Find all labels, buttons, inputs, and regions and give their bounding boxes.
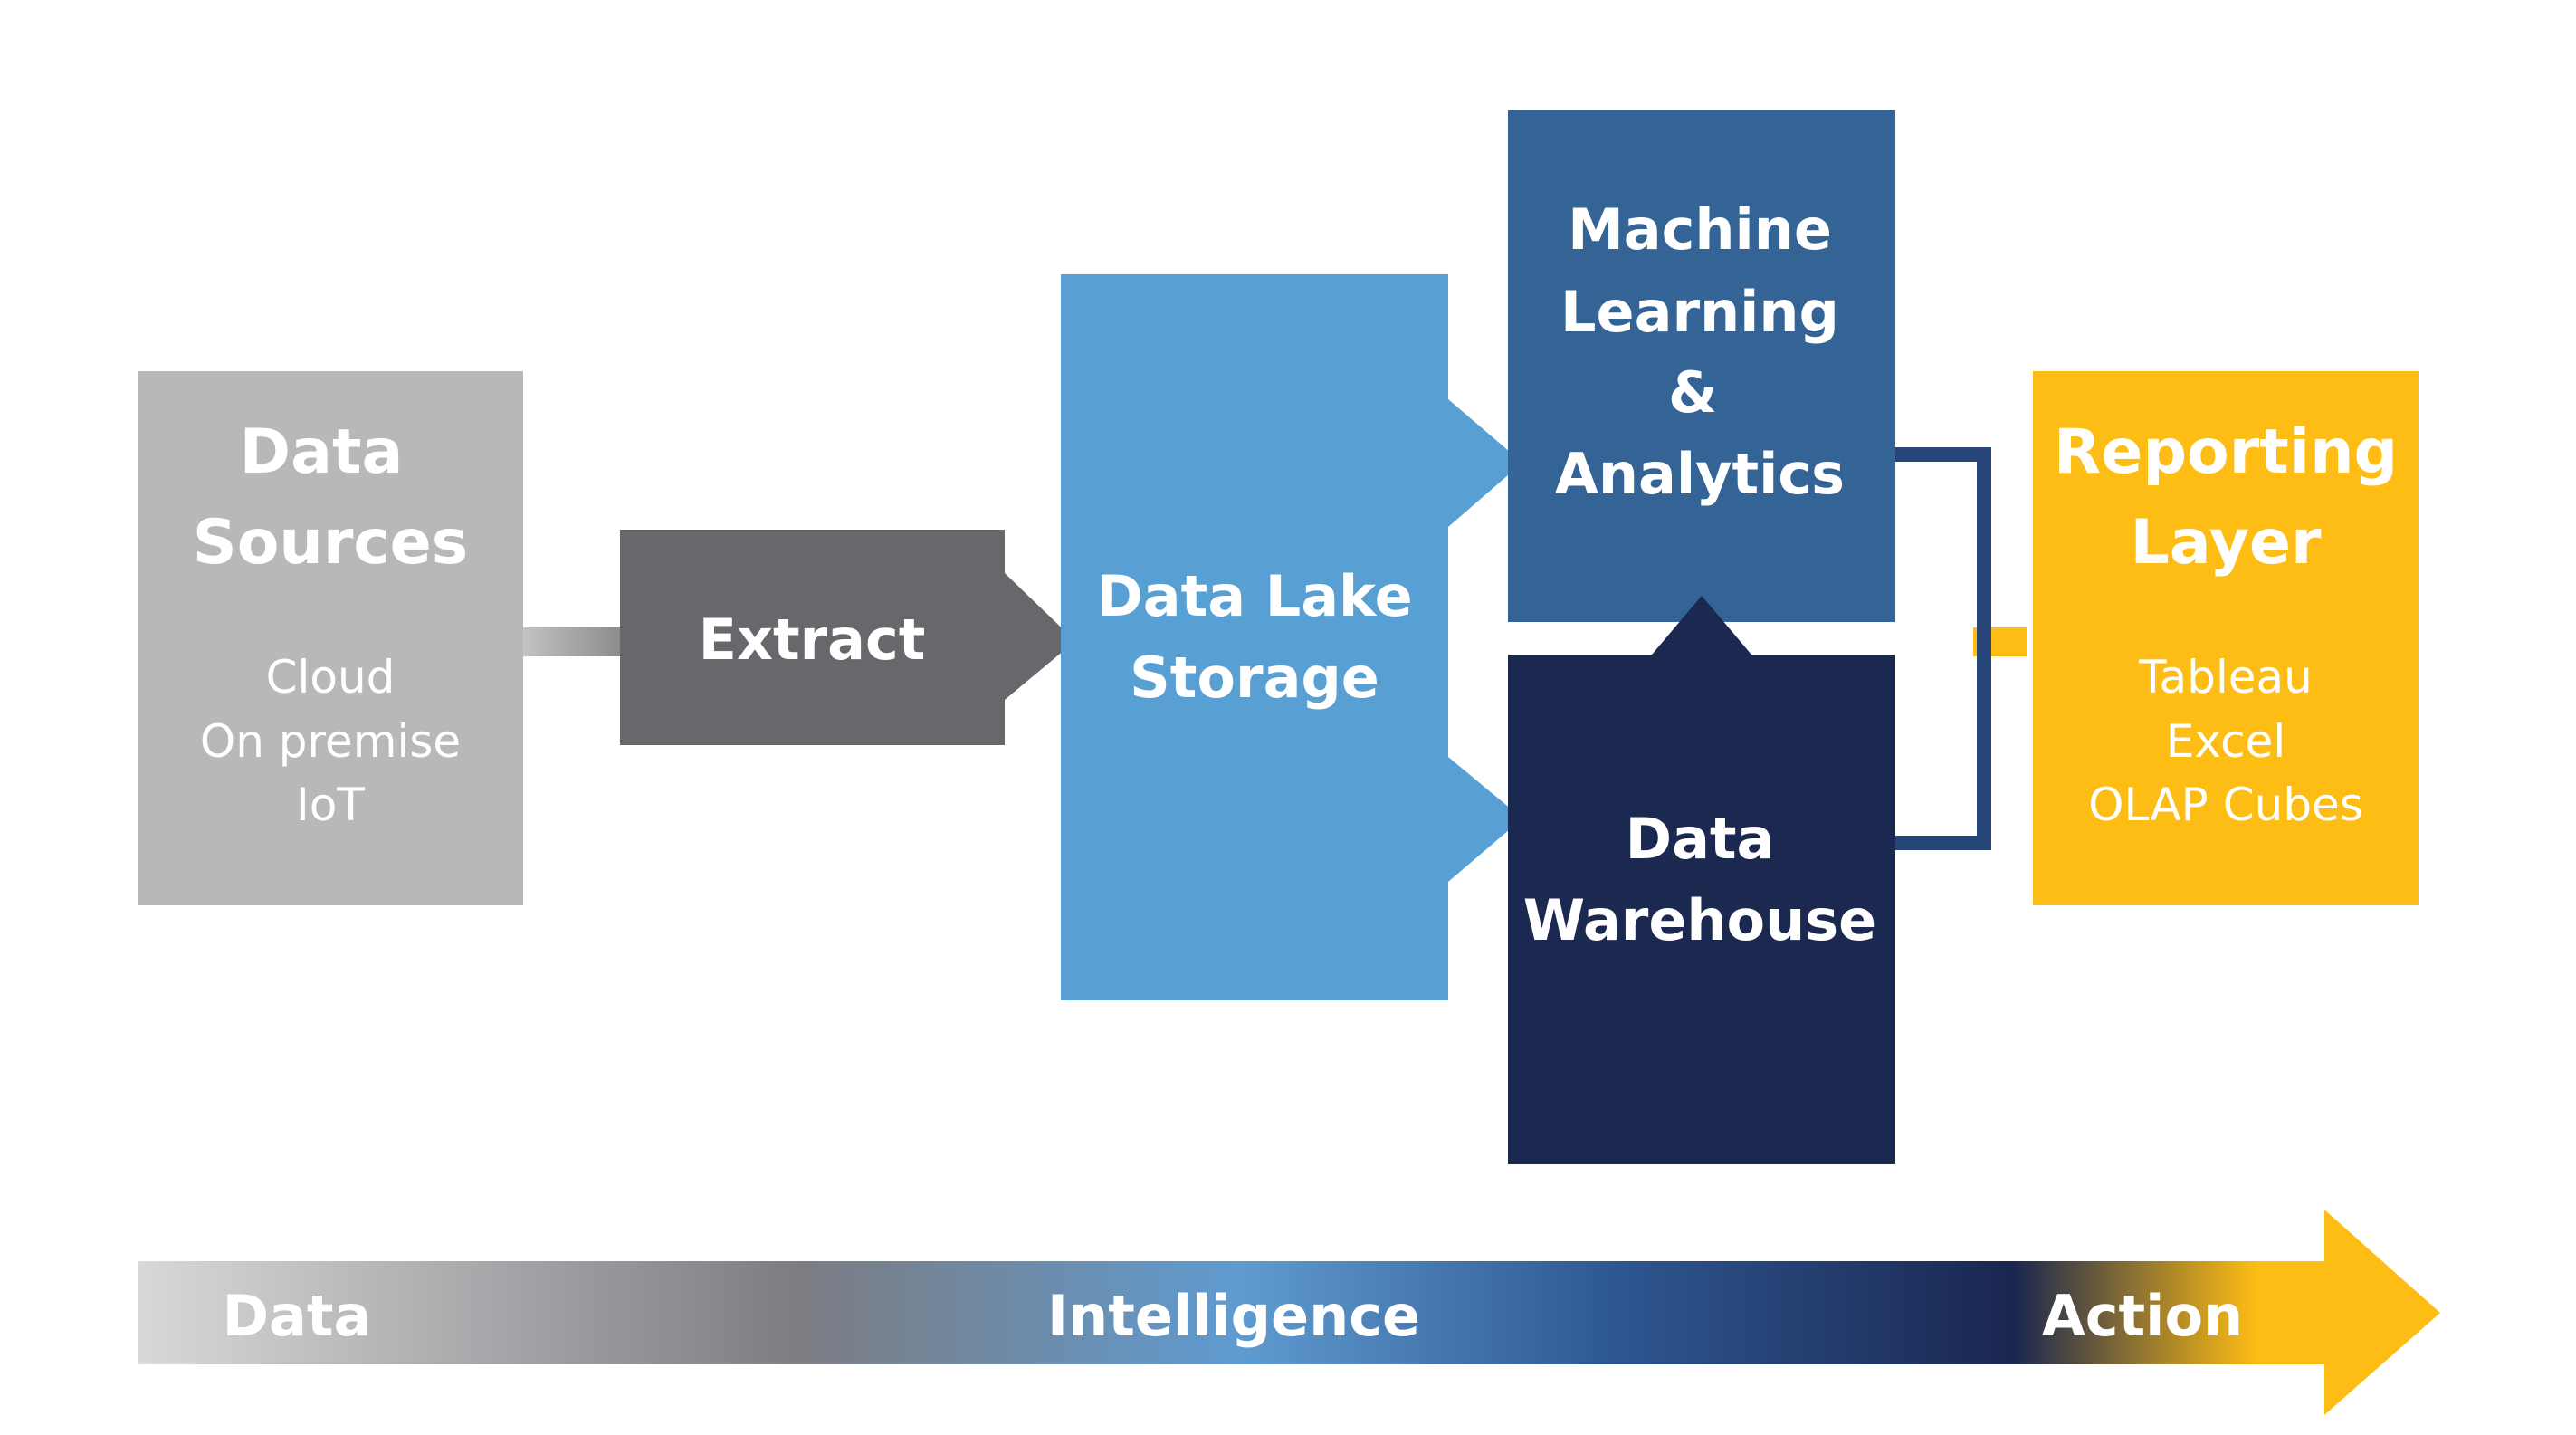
timeline-label-intelligence: Intelligence <box>1047 1283 1420 1349</box>
data-sources-bg <box>138 371 523 905</box>
timeline-arrow: Data Intelligence Action <box>138 1210 2440 1415</box>
data-warehouse-shape <box>1508 596 1895 1164</box>
timeline-label-data: Data <box>223 1283 372 1349</box>
extract-label: Extract <box>699 607 926 673</box>
ml-label-line1: Machine <box>1568 196 1832 263</box>
reporting-item-tableau: Tableau <box>2138 651 2313 703</box>
ml-label-line4: Analytics <box>1555 441 1845 507</box>
data-sources-item-iot: IoT <box>296 779 365 831</box>
data-sources-item-on-premise: On premise <box>200 715 461 768</box>
data-sources-title-line2: Sources <box>193 507 469 579</box>
data-warehouse-box: Data Warehouse <box>1508 596 1895 1164</box>
sources-extract-connector <box>520 627 622 656</box>
reporting-item-excel: Excel <box>2166 715 2285 768</box>
extract-arrow-shape <box>620 530 1075 745</box>
timeline-arrow-head <box>2324 1210 2440 1415</box>
data-warehouse-label-line2: Warehouse <box>1523 887 1876 953</box>
output-bracket <box>1895 447 1991 850</box>
reporting-layer-bg <box>2033 371 2419 905</box>
reporting-title-line2: Layer <box>2130 507 2322 579</box>
data-lake-label-line2: Storage <box>1130 645 1379 711</box>
ml-analytics-bg <box>1508 110 1895 622</box>
data-lake-shape <box>1061 274 1522 1000</box>
data-lake-storage: Data Lake Storage <box>1061 274 1522 1000</box>
timeline-bar <box>138 1261 2346 1364</box>
reporting-layer-box: Reporting Layer Tableau Excel OLAP Cubes <box>2033 371 2419 905</box>
timeline-label-action: Action <box>2042 1283 2243 1349</box>
data-lake-label-line1: Data Lake <box>1096 563 1412 629</box>
data-sources-box: Data Sources Cloud On premise IoT <box>138 371 523 905</box>
data-warehouse-label-line1: Data <box>1626 806 1775 872</box>
ml-label-line2: Learning <box>1560 279 1839 345</box>
reporting-item-olap-cubes: OLAP Cubes <box>2088 779 2363 831</box>
data-sources-title-line1: Data <box>240 416 404 488</box>
reporting-title-line1: Reporting <box>2054 416 2398 488</box>
extract-step: Extract <box>620 530 1075 745</box>
ml-analytics-box: Machine Learning & Analytics <box>1508 110 1895 622</box>
data-sources-item-cloud: Cloud <box>266 651 396 703</box>
ml-label-line3: & <box>1668 359 1717 426</box>
